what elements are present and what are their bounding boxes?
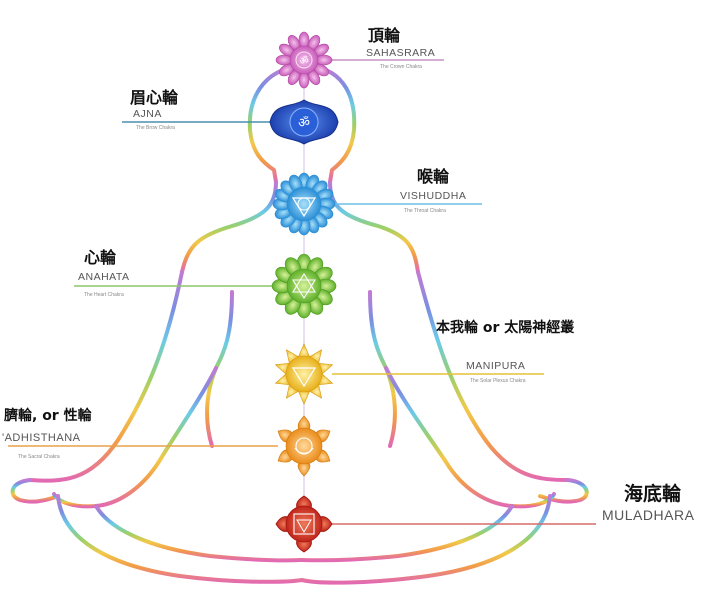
chakra-solar [274, 343, 334, 405]
label-heart: 心輪 ANAHATA The Heart Chakra [78, 248, 130, 298]
sacral-chinese: 臍輪, or 性輪 [4, 407, 93, 424]
crown-chinese: 頂輪 [368, 26, 401, 45]
brow-chinese: 眉心輪 [130, 88, 179, 107]
callout-lines [8, 59, 596, 525]
label-root: 海底輪 MULADHARA [602, 482, 695, 523]
brow-symbol: ॐ [298, 116, 310, 131]
heart-english: The Heart Chakra [84, 292, 124, 298]
label-brow: 眉心輪 AJNA The Brow Chakra [130, 88, 179, 131]
solar-chinese: 本我輪 or 太陽神經叢 [436, 319, 574, 336]
root-chinese: 海底輪 [624, 482, 682, 505]
heart-sanskrit: ANAHATA [78, 271, 130, 283]
crown-symbol: ॐ [299, 55, 308, 67]
chakra-throat [272, 172, 336, 236]
chakra-crown: ॐ [275, 31, 333, 89]
brow-sanskrit: AJNA [133, 108, 162, 120]
crown-english: The Crown Chakra [380, 64, 422, 70]
chakra-root [275, 495, 333, 553]
sacral-english: The Sacral Chakra [18, 454, 60, 460]
label-crown: 頂輪 SAHASRARA The Crown Chakra [366, 26, 435, 70]
chakra-heart [271, 253, 337, 319]
crown-sanskrit: SAHASRARA [366, 47, 435, 59]
root-sanskrit: MULADHARA [602, 507, 695, 523]
solar-english: The Solar Plexus Chakra [470, 378, 526, 384]
label-sacral: 臍輪, or 性輪 'ADHISTHANA The Sacral Chakra [2, 407, 93, 460]
heart-chinese: 心輪 [84, 248, 117, 267]
chakra-brow: ॐ [269, 99, 339, 145]
sacral-sanskrit: 'ADHISTHANA [2, 432, 81, 444]
body-outline [10, 64, 589, 585]
brow-english: The Brow Chakra [136, 125, 175, 131]
throat-english: The Throat Chakra [404, 208, 446, 214]
throat-chinese: 喉輪 [417, 167, 450, 186]
throat-sanskrit: VISHUDDHA [400, 190, 466, 202]
chakra-sacral [277, 415, 331, 477]
solar-sanskrit: MANIPURA [466, 360, 525, 372]
label-solar: 本我輪 or 太陽神經叢 MANIPURA The Solar Plexus C… [436, 319, 574, 384]
label-throat: 喉輪 VISHUDDHA The Throat Chakra [400, 167, 466, 214]
